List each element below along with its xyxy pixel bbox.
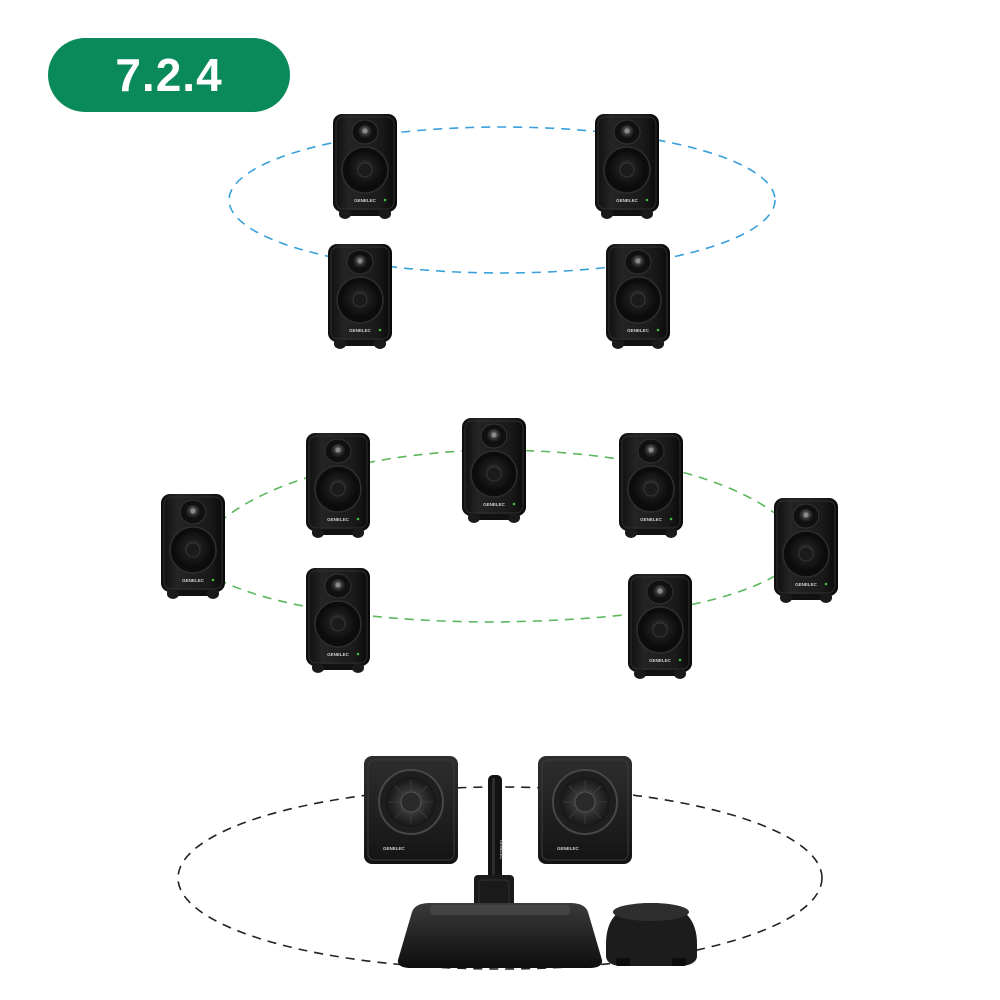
height-speaker-rear-right: [605, 243, 671, 350]
bass-layer-ring: [177, 786, 823, 970]
main-speaker-rear-left: [305, 567, 371, 674]
configuration-label: 7.2.4: [115, 49, 223, 101]
main-speaker-side-right: [773, 497, 839, 604]
svg-text:GENELEC: GENELEC: [499, 840, 504, 859]
calibration-microphone: GENELEC: [474, 775, 514, 913]
control-base: [397, 903, 603, 968]
height-layer-ring: [228, 126, 776, 274]
main-speaker-center: [461, 417, 527, 524]
main-speaker-side-left: [160, 493, 226, 600]
height-speaker-front-right: [594, 113, 660, 220]
main-speaker-front-left: [305, 432, 371, 539]
subwoofer-right: [537, 755, 633, 865]
configuration-badge: 7.2.4: [48, 38, 290, 112]
main-speaker-front-right: [618, 432, 684, 539]
main-speaker-rear-right: [627, 573, 693, 680]
volume-controller: [585, 903, 697, 968]
height-speaker-front-left: [332, 113, 398, 220]
subwoofer-left: [363, 755, 459, 865]
height-speaker-rear-left: [327, 243, 393, 350]
